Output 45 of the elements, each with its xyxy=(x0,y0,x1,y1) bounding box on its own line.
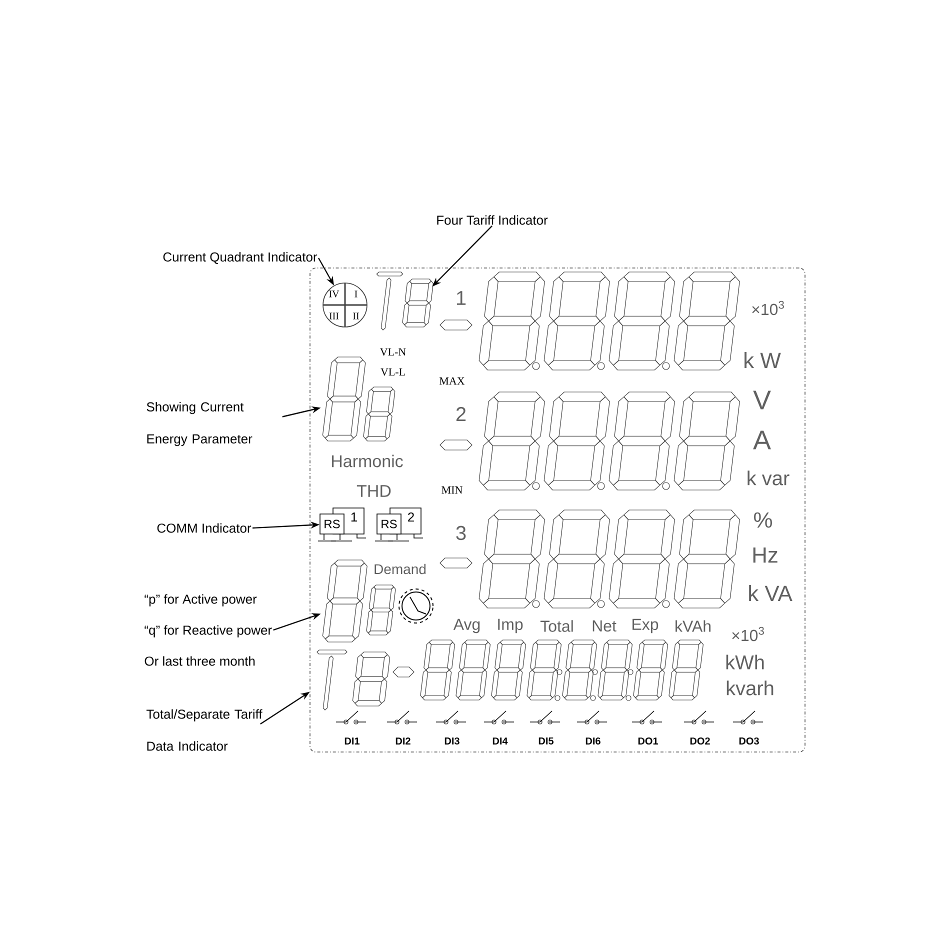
digit-label: 3 xyxy=(456,526,466,540)
annotation-text: Showing Current Energy Parameter xyxy=(146,402,252,446)
unit-label: VL-N xyxy=(380,348,406,356)
unit-label: V xyxy=(753,390,771,410)
annotation-text: Current Quadrant Indicator xyxy=(163,252,318,264)
unit-label: kvarh xyxy=(726,680,774,696)
unit-label: Hz xyxy=(753,547,778,563)
switch-label: DO1 xyxy=(638,737,658,745)
unit-label: ×10$^{3}$ xyxy=(752,300,784,316)
annotation-text: COMM Indicator xyxy=(157,523,252,533)
seven-segment-digit xyxy=(402,278,434,328)
annotation-text: Total/Separate Tariff Data Indicator xyxy=(146,709,262,751)
switch-label: DO2 xyxy=(690,737,710,745)
unit-label: % xyxy=(754,512,772,528)
display-frame xyxy=(310,268,806,752)
unit-label: kWh xyxy=(726,654,764,670)
display-label: Demand xyxy=(374,564,426,574)
display-label: Exp xyxy=(632,618,658,634)
display-label: THD xyxy=(356,485,391,497)
unit-label: MIN xyxy=(442,486,462,494)
unit-label: A xyxy=(753,430,771,450)
switch-label: DI5 xyxy=(538,738,554,744)
unit-label: MAX xyxy=(439,377,465,385)
annotation-text: Four Tariff Indicator xyxy=(437,215,548,225)
unit-label: k W xyxy=(744,352,781,368)
display-label: Harmonic xyxy=(332,454,403,468)
switch-label: DI3 xyxy=(444,737,460,745)
unit-label: ×10$^{3}$ xyxy=(732,626,764,642)
t-segment-glyph xyxy=(316,650,348,710)
display-label: Net xyxy=(592,620,616,632)
unit-label: k VA xyxy=(749,585,792,601)
switch-label: DO3 xyxy=(739,737,759,745)
switch-label: DI1 xyxy=(344,738,360,744)
display-label: Total xyxy=(540,620,573,632)
display-label: Avg xyxy=(453,618,480,634)
switch-label: DI4 xyxy=(492,738,508,744)
digit-label: 1 xyxy=(456,291,466,305)
digit-label: 2 xyxy=(456,407,466,421)
display-label: Imp xyxy=(498,618,523,634)
display-label: kVAh xyxy=(676,620,710,632)
switch-label: DI2 xyxy=(396,738,410,744)
annotation-text: “p” for Active power “q” for Reactive power Or last three month xyxy=(144,594,272,666)
switch-label: DI6 xyxy=(586,737,600,745)
unit-label: k var xyxy=(748,470,790,486)
unit-label: VL-L xyxy=(380,368,405,376)
